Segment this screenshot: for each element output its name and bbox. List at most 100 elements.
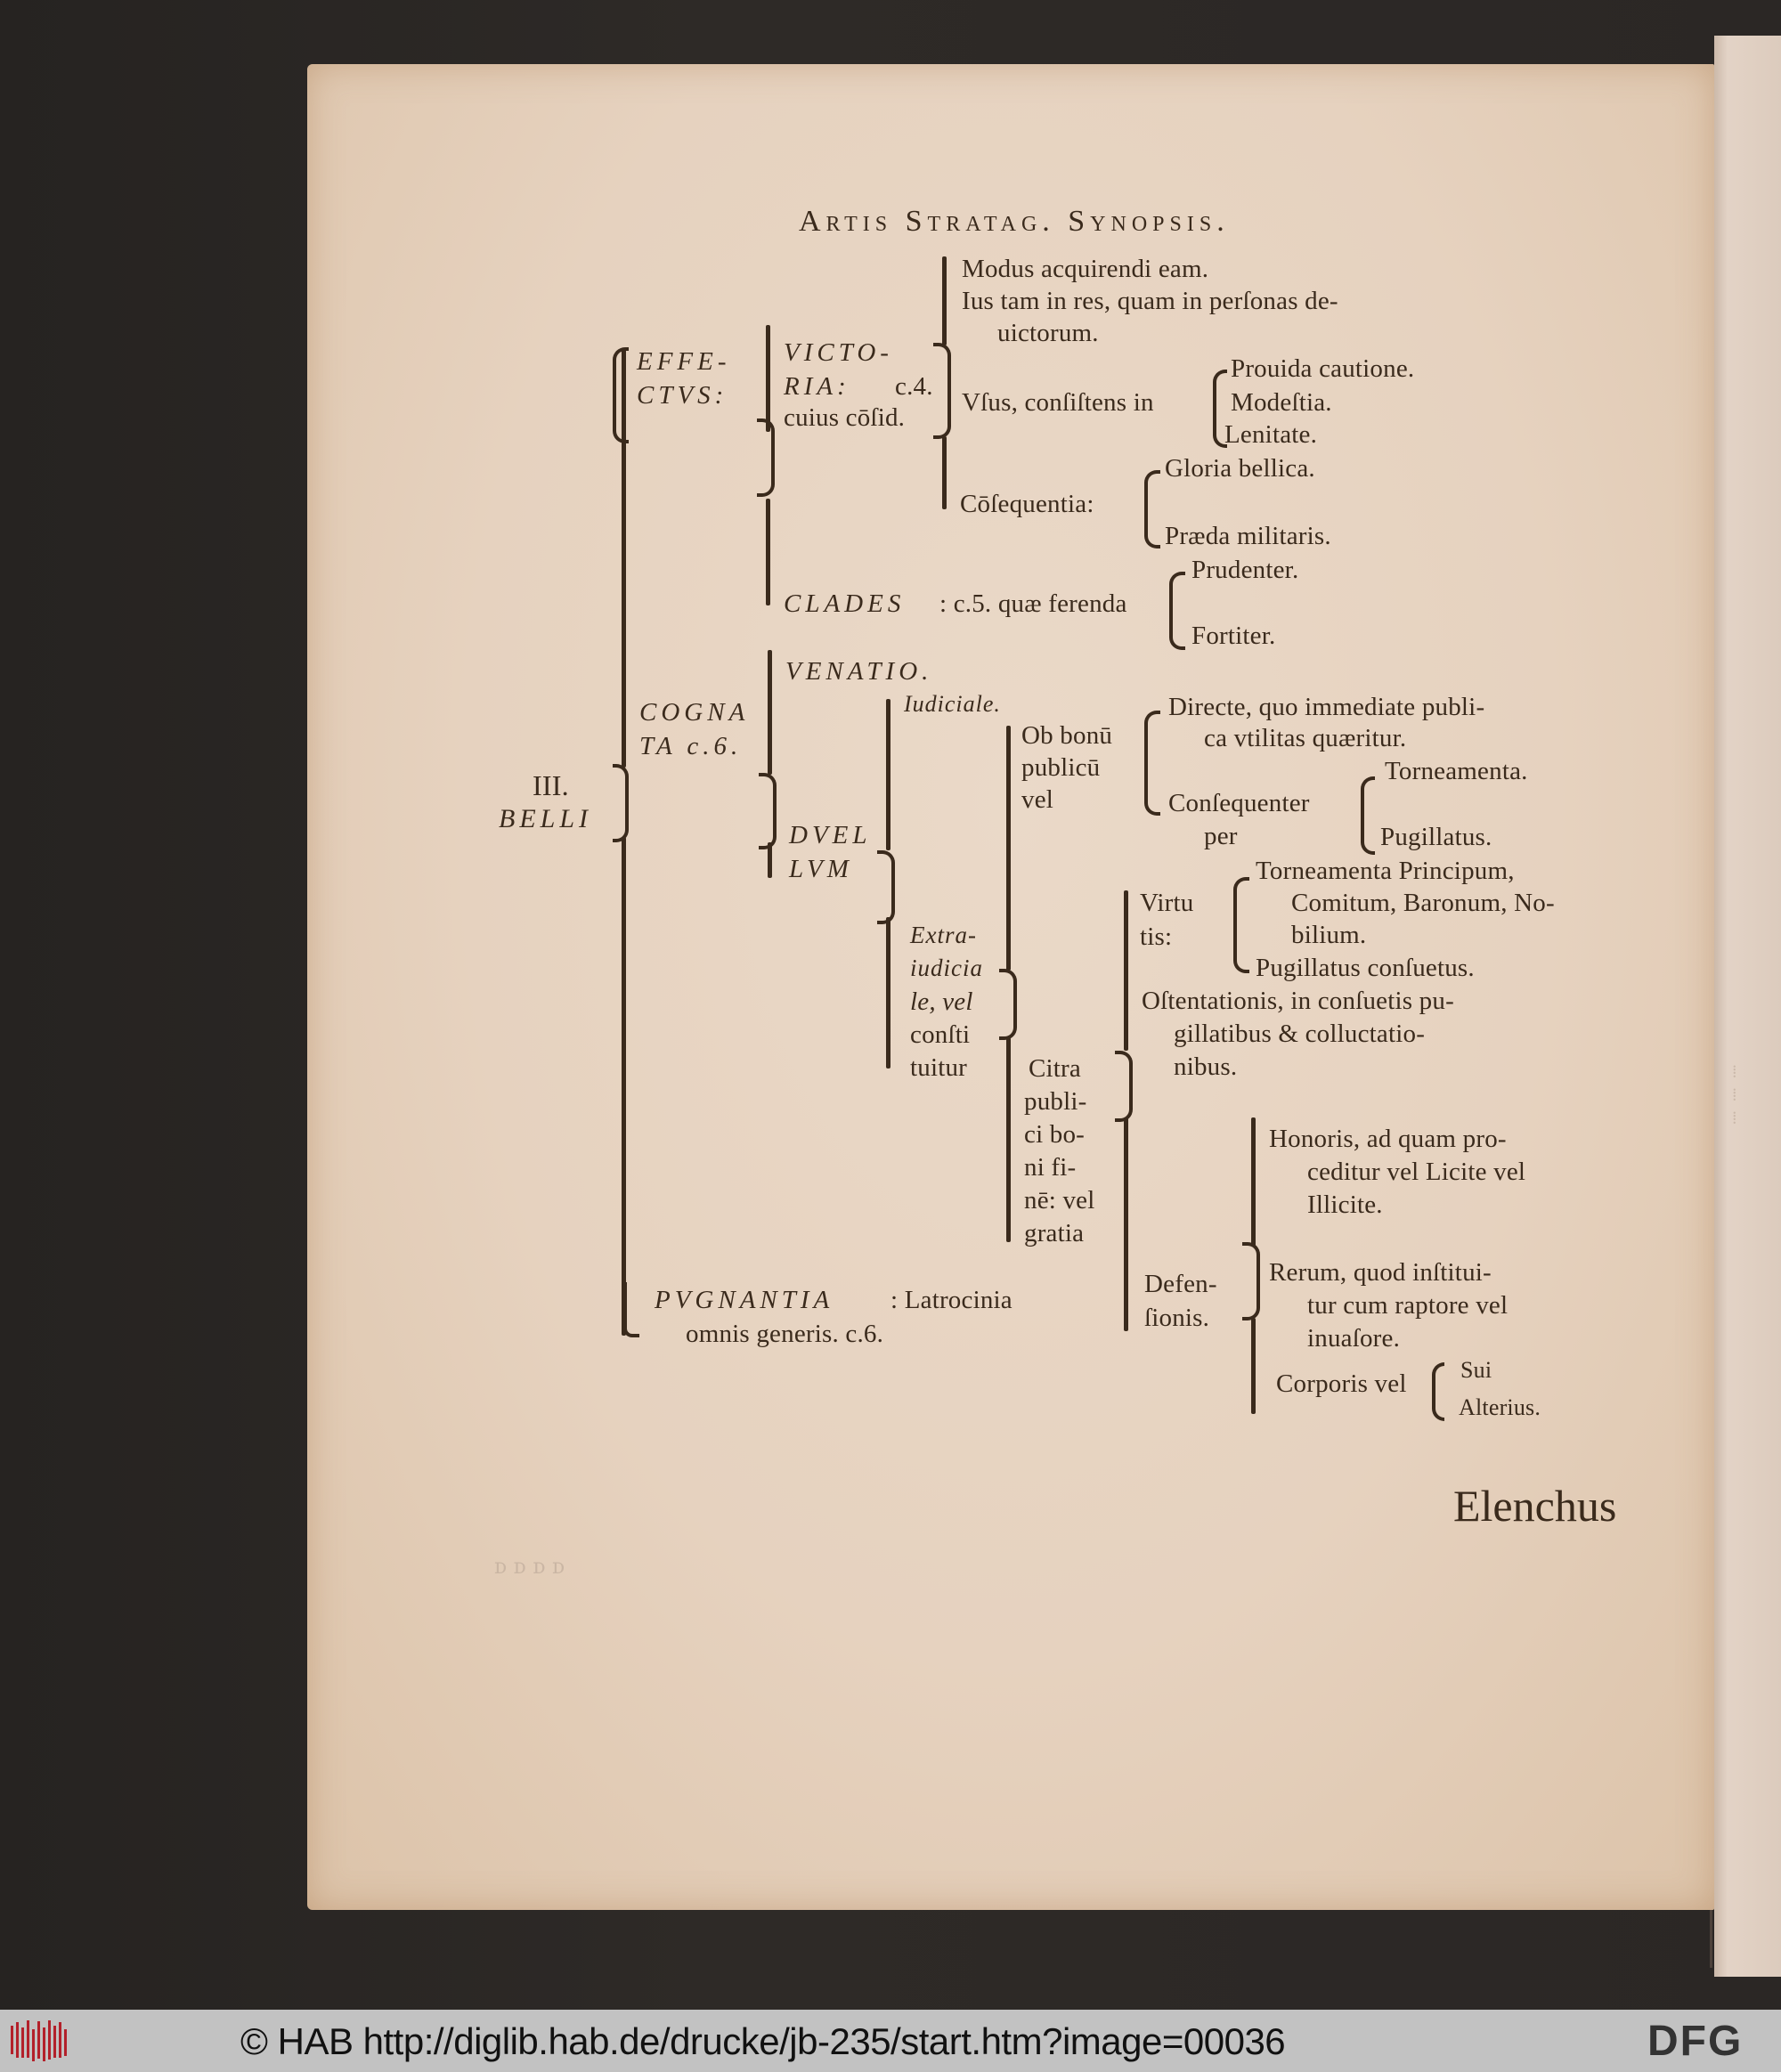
- honoris-item-end: Illicite.: [1307, 1190, 1383, 1219]
- extraiudiciale-line-3: le, vel: [910, 987, 973, 1016]
- modus-item: Modus acquirendi eam.: [962, 255, 1209, 283]
- ostentationis-item: Oſtentationis, in conſuetis pu-: [1142, 987, 1454, 1015]
- pugnantia-text-cont: omnis generis. c.6.: [686, 1320, 884, 1348]
- effectus-label: EFFE-: [637, 347, 731, 376]
- root-brace-point: [613, 764, 629, 842]
- corporis-brace: [1432, 1362, 1444, 1421]
- extraiudiciale-line-5: tuitur: [910, 1053, 968, 1082]
- consequenter-subitem-1: Torneamenta.: [1385, 757, 1528, 785]
- corporis-subitem-2: Alterius.: [1459, 1394, 1541, 1420]
- consequenter-subitem-2: Pugillatus.: [1380, 823, 1492, 851]
- clades-label: CLADES: [784, 589, 906, 618]
- citra-label-2: publi-: [1024, 1087, 1087, 1116]
- consequentia-brace: [1144, 470, 1160, 548]
- citra-label-1: Citra: [1029, 1054, 1081, 1083]
- ob-bonum-label-2: publicū: [1021, 753, 1101, 782]
- extraiudiciale-brace-lower: [1006, 1037, 1011, 1242]
- clades-subitem-2: Fortiter.: [1191, 622, 1276, 650]
- defensionis-label-2: ſionis.: [1144, 1304, 1210, 1332]
- extraiudiciale-line-2: iudicia: [910, 955, 983, 981]
- catchword: Elenchus: [1453, 1481, 1617, 1531]
- viewer-footer-bar: © HAB http://diglib.hab.de/drucke/jb-235…: [0, 2010, 1781, 2072]
- effectus-bracket: [613, 347, 629, 443]
- extraiudiciale-line-1: Extra-: [910, 922, 977, 948]
- victoria-label: VICTO-: [784, 338, 893, 367]
- rerum-item: Rerum, quod inſtitui-: [1269, 1258, 1492, 1287]
- directe-item: Directe, quo immediate publi-: [1168, 693, 1485, 721]
- virtutis-brace: [1233, 877, 1249, 973]
- corporis-subitem-1: Sui: [1460, 1357, 1492, 1383]
- vsus-subitem-1: Prouida cautione.: [1231, 354, 1415, 383]
- victoria-brace-lower: [942, 436, 947, 509]
- extraiudiciale-brace-upper: [1006, 726, 1011, 971]
- ob-bonum-label-1: Ob bonū: [1021, 721, 1113, 750]
- ius-item: Ius tam in res, quam in perſonas de-: [962, 287, 1338, 315]
- defensionis-brace-lower: [1251, 1318, 1256, 1414]
- virtutis-subitem-1-cont: Comitum, Baronum, No-: [1291, 889, 1555, 917]
- citra-label-6: gratia: [1024, 1219, 1085, 1247]
- ius-item-cont: uictorum.: [997, 319, 1099, 347]
- consequentia-item: Cōſequentia:: [960, 490, 1094, 518]
- extraiudiciale-line-4: conſti: [910, 1020, 971, 1049]
- duellum-brace-point: [877, 850, 895, 924]
- cognata-label-cont: TA c.6.: [639, 732, 743, 760]
- root-label: BELLI: [499, 804, 593, 833]
- ob-bonum-brace: [1144, 711, 1160, 816]
- hab-logo-icon[interactable]: [7, 2019, 73, 2063]
- victoria-brace-point: [933, 343, 951, 439]
- defensionis-brace-point: [1242, 1242, 1260, 1320]
- consequentia-subitem-2: Præda militaris.: [1165, 522, 1331, 550]
- duellum-label-cont: LVM: [789, 855, 853, 883]
- pugnantia-label: PVGNANTIA: [655, 1286, 834, 1314]
- honoris-item: Honoris, ad quam pro-: [1269, 1125, 1507, 1153]
- citra-brace-point: [1115, 1051, 1133, 1122]
- directe-item-cont: ca vtilitas quæritur.: [1204, 724, 1407, 752]
- bleed-through-text: ⁞⁞⁞: [1732, 1060, 1737, 1128]
- extraiudiciale-brace-point: [999, 969, 1017, 1040]
- effectus-brace-lower: [766, 499, 770, 605]
- root-brace-lower: [622, 837, 626, 1336]
- cognata-brace-upper: [768, 650, 772, 775]
- root-brace-upper: [622, 349, 626, 768]
- dfg-logo[interactable]: DFG: [1647, 2018, 1744, 2065]
- consequenter-brace: [1361, 776, 1375, 855]
- iudiciale-item: Iudiciale.: [904, 691, 1001, 717]
- consequenter-item: Conſequenter: [1168, 789, 1310, 817]
- ostentationis-item-end: nibus.: [1174, 1052, 1238, 1081]
- ob-bonum-label-3: vel: [1021, 785, 1054, 814]
- virtutis-subitem-1-end: bilium.: [1291, 921, 1367, 949]
- cognata-label: COGNA: [639, 698, 750, 727]
- pugnantia-text: : Latrocinia: [890, 1286, 1012, 1314]
- victoria-brace-upper: [942, 256, 947, 345]
- effectus-brace-point: [757, 418, 775, 497]
- rerum-item-cont: tur cum raptore vel: [1307, 1291, 1509, 1320]
- citra-label-3: ci bo-: [1024, 1120, 1086, 1149]
- citra-label-4: ni fi-: [1024, 1153, 1077, 1182]
- copyright-link[interactable]: © HAB http://diglib.hab.de/drucke/jb-235…: [240, 2020, 1286, 2062]
- vsus-subitem-2: Modeſtia.: [1231, 388, 1332, 417]
- facing-page-edge: ⁞⁞⁞: [1714, 36, 1781, 1977]
- clades-brace: [1169, 572, 1185, 650]
- citra-brace-upper: [1124, 890, 1128, 1051]
- honoris-item-cont: ceditur vel Licite vel: [1307, 1158, 1526, 1186]
- virtutis-label-1: Virtu: [1140, 889, 1194, 917]
- victoria-label-cuius: cuius cōſid.: [784, 403, 906, 432]
- citra-label-5: nē: vel: [1024, 1186, 1095, 1215]
- defensionis-brace-upper: [1251, 1117, 1256, 1247]
- cognata-brace-point: [759, 773, 777, 849]
- venatio-item: VENATIO.: [785, 657, 933, 686]
- running-title: Artis Stratag. Synopsis.: [799, 205, 1230, 238]
- pugnantia-bracket: [623, 1282, 639, 1337]
- vsus-brace: [1213, 370, 1227, 448]
- duellum-brace-upper: [886, 699, 890, 850]
- victoria-label-cont: RIA:: [784, 372, 850, 401]
- root-label-number: III.: [533, 769, 569, 801]
- consequenter-item-cont: per: [1204, 822, 1238, 850]
- clades-subitem-1: Prudenter.: [1191, 556, 1299, 584]
- vsus-item: Vſus, conſiſtens in: [962, 388, 1154, 417]
- bleed-through-mark: ᴅ ᴅ ᴅ ᴅ: [494, 1554, 565, 1579]
- cognata-brace-lower: [768, 842, 772, 878]
- rerum-item-end: inuaſore.: [1307, 1324, 1401, 1353]
- clades-text: : c.5. quæ ferenda: [939, 589, 1127, 618]
- duellum-label: DVEL: [789, 821, 872, 849]
